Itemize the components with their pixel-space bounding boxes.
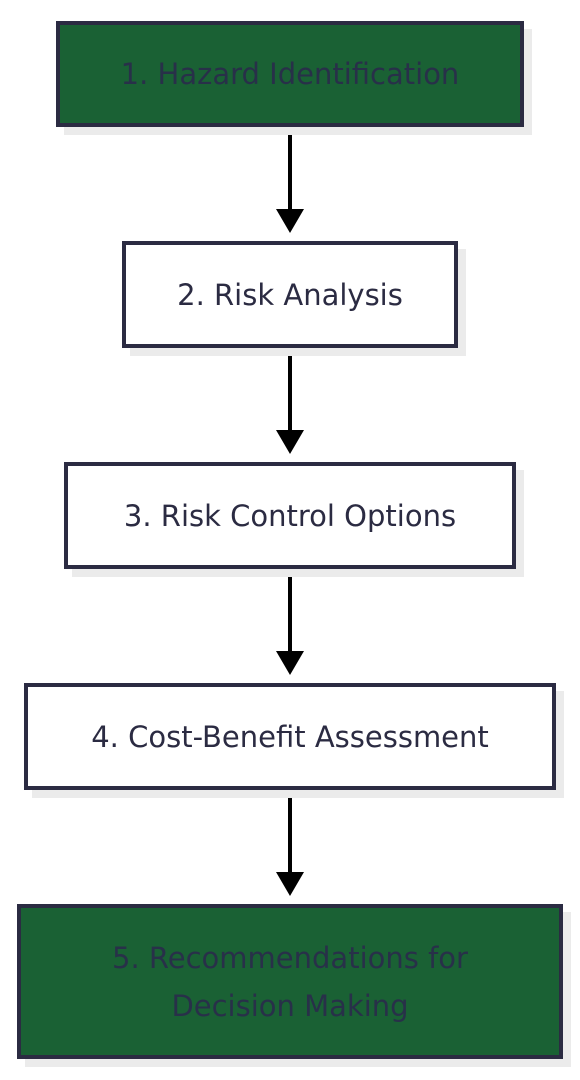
step-cost-benefit-assessment: 4. Cost-Benefit Assessment <box>24 683 556 790</box>
step-label: 5. Recommendations for Decision Making <box>112 940 468 1023</box>
arrow-4-to-5 <box>276 790 304 896</box>
arrow-1-to-2 <box>276 127 304 233</box>
step-label: 1. Hazard Identification <box>120 57 460 91</box>
arrow-2-to-3 <box>276 348 304 454</box>
step-hazard-identification: 1. Hazard Identification <box>56 21 524 127</box>
step-label: 2. Risk Analysis <box>177 277 403 312</box>
step-label: 4. Cost-Benefit Assessment <box>91 719 489 754</box>
step-risk-analysis: 2. Risk Analysis <box>122 241 458 348</box>
step-risk-control-options: 3. Risk Control Options <box>64 462 516 569</box>
step-label: 3. Risk Control Options <box>123 498 457 533</box>
step-recommendations: 5. Recommendations for Decision Making <box>17 904 563 1059</box>
arrow-3-to-4 <box>276 569 304 675</box>
